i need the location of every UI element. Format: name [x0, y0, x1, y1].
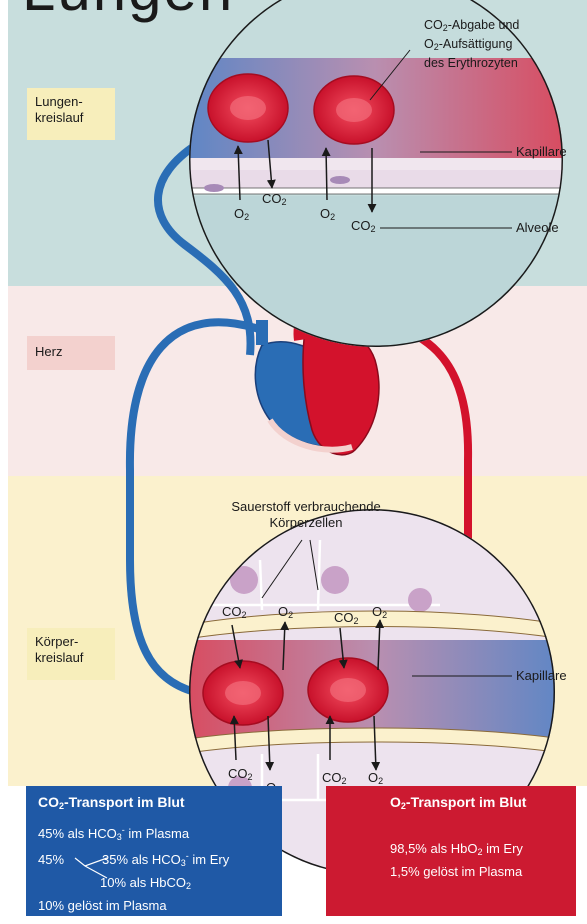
kapillare-top-label: Kapillare [516, 144, 567, 160]
co2-line-1: 45% als HCO3- im Plasma [38, 821, 270, 847]
alveole-label: Alveole [516, 220, 559, 236]
co2-label: CO2 [351, 218, 376, 237]
o2-label: O2 [234, 206, 249, 225]
o2-line-2: 1,5% gelöst im Plasma [338, 862, 564, 881]
erythrocyte-callout: CO2-Abgabe und O2-Aufsättigung des Eryth… [424, 17, 519, 71]
body-cells-callout: Sauerstoff verbrauchende Körperzellen [206, 499, 406, 531]
o2-line-1: 98,5% als HbO2 im Ery [338, 839, 564, 862]
co2-split-bracket [73, 852, 109, 882]
co2-panel-title: CO2-Transport im Blut [38, 794, 270, 811]
co2-label: CO2 [262, 191, 287, 210]
co2-label: CO2 [334, 610, 359, 629]
o2-transport-panel: O2-Transport im Blut 98,5% als HbO2 im E… [326, 786, 576, 916]
co2-transport-panel: CO2-Transport im Blut 45% als HCO3- im P… [26, 786, 282, 916]
co2-label: CO2 [222, 604, 247, 623]
o2-panel-title: O2-Transport im Blut [338, 794, 564, 811]
o2-label: O2 [320, 206, 335, 225]
o2-label: O2 [278, 604, 293, 623]
co2-label: CO2 [228, 766, 253, 785]
o2-label: O2 [372, 604, 387, 623]
co2-line-4: 10% gelöst im Plasma [38, 896, 270, 915]
kapillare-bottom-label: Kapillare [516, 668, 567, 684]
